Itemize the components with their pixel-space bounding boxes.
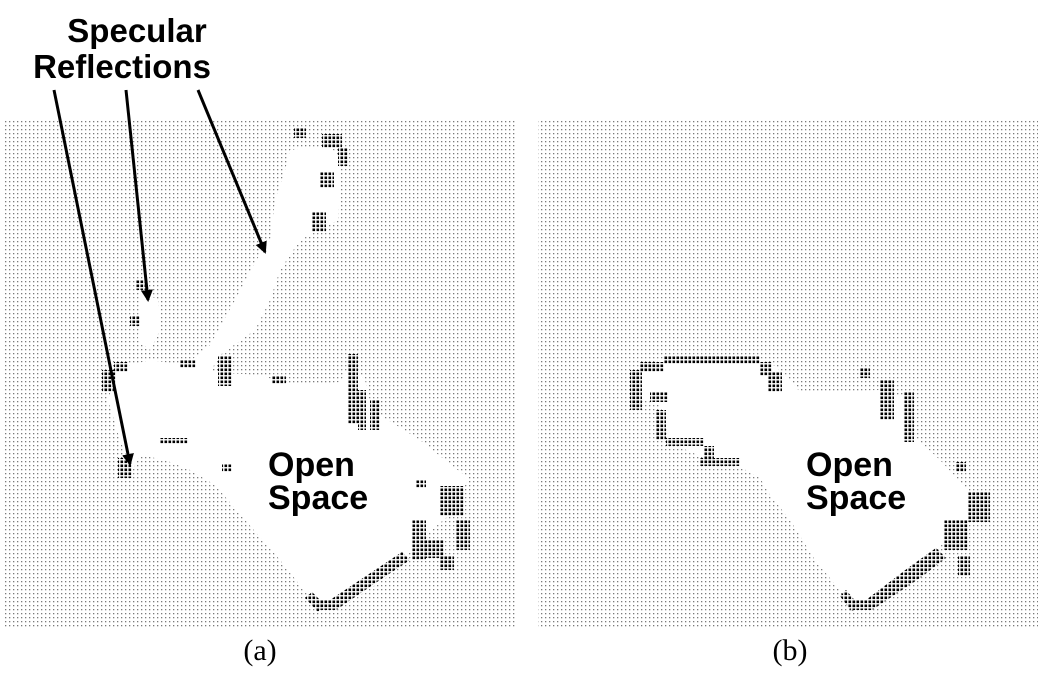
panel-a: Open Space (a) — [4, 120, 516, 667]
arrow-2 — [124, 89, 153, 302]
open-space-label-line2-b: Space — [806, 479, 906, 517]
open-space-label-line1-b: Open — [806, 446, 893, 484]
annotation-line2: Reflections — [33, 48, 211, 85]
specular-reflections-annotation: Specular Reflections — [33, 12, 267, 466]
open-space-label-line1-a: Open — [268, 446, 355, 484]
panel-b: Open Space (b) — [538, 120, 1038, 667]
arrow-1 — [52, 89, 134, 466]
obstacle-marks-b — [630, 356, 990, 612]
annotation-line1: Specular — [67, 12, 207, 49]
caption-a: (a) — [243, 634, 276, 667]
reflection-region-small-a — [138, 290, 160, 350]
open-space-label-line2-a: Space — [268, 479, 368, 517]
open-space-region-a — [108, 145, 468, 608]
caption-b: (b) — [773, 634, 808, 667]
obstacle-marks-a — [102, 128, 470, 612]
grid-background-b — [538, 120, 1038, 628]
arrow-3 — [196, 89, 267, 254]
